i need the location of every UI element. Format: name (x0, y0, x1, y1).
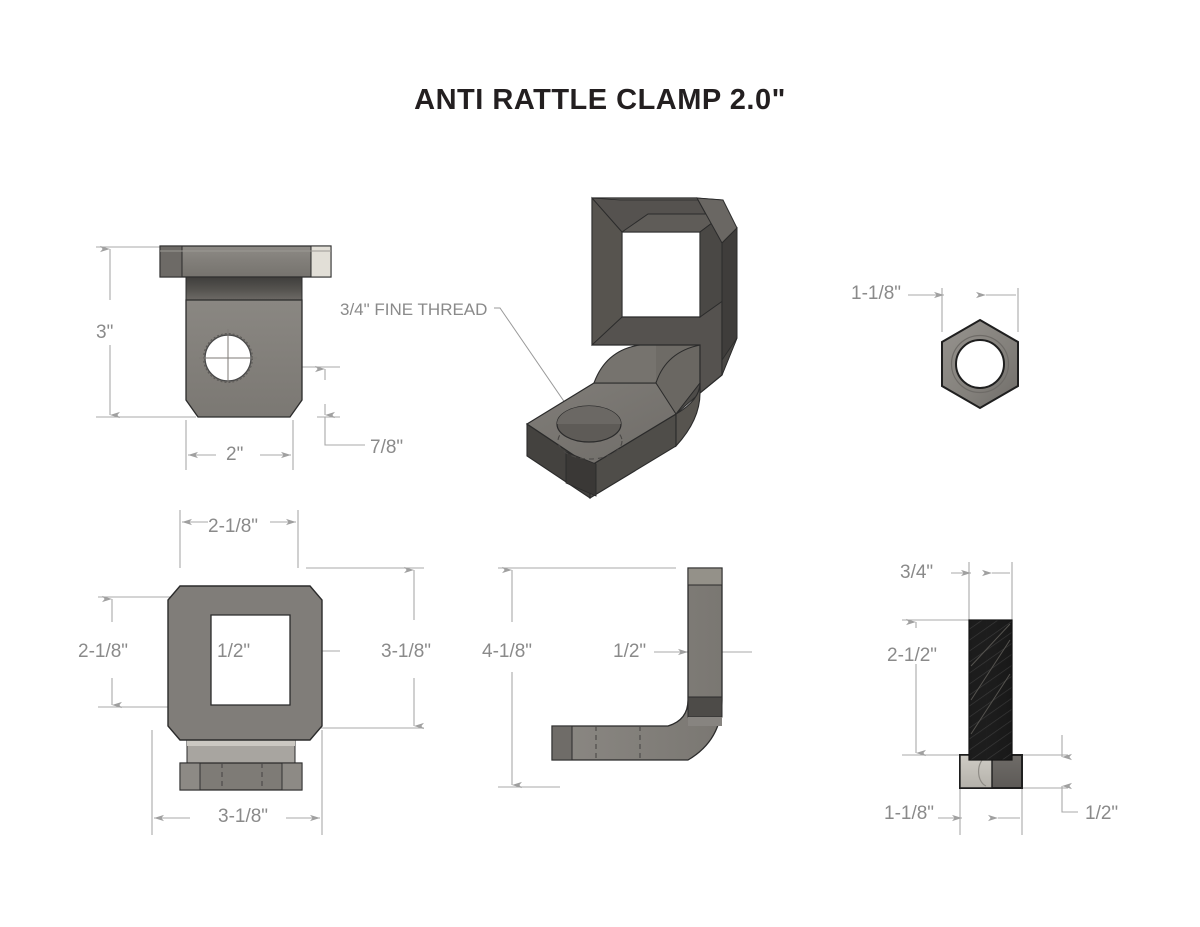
part-bolt-head-front (179, 739, 303, 791)
view-top-left-elevation (96, 245, 365, 470)
feature-threaded-hole-iso (556, 405, 623, 460)
dim-label-profile-height: 4-1/8" (482, 641, 533, 662)
iso-square-frame (591, 196, 738, 395)
note-thread-callout: 3/4" FINE THREAD (340, 300, 488, 319)
dim-bolt-diameter (951, 562, 1013, 622)
dim-label-inner-height: 2-1/8" (78, 641, 129, 662)
view-clamp-front (98, 510, 424, 835)
part-bolt-head (959, 754, 1023, 789)
part-l-profile (551, 567, 723, 761)
part-clamp-frame-front (167, 585, 323, 741)
dim-label-nut-across-flats: 1-1/8" (851, 283, 902, 304)
dim-offset-78in (293, 365, 365, 446)
part-nut-bar (159, 245, 332, 278)
dim-label-inner-width: 2-1/8" (208, 516, 259, 537)
dim-label-head-height: 1/2" (1085, 803, 1119, 824)
dim-inner-height (98, 595, 178, 709)
dim-label-offset-78in: 7/8" (370, 437, 404, 458)
view-isometric-clamp (494, 196, 738, 500)
dim-profile-height (498, 566, 676, 789)
dim-label-overall-width: 3-1/8" (218, 806, 269, 827)
dim-label-width-2in: 2" (226, 444, 244, 465)
dim-width-2in (185, 420, 294, 470)
dim-thread-length (902, 618, 970, 757)
dim-overall-height (306, 566, 424, 730)
dim-label-thread-length: 2-1/2" (887, 645, 938, 666)
dim-label-wall-thickness: 1/2" (217, 641, 251, 662)
iso-outer-bend (675, 345, 701, 448)
part-hex-nut (941, 318, 1019, 410)
dim-inner-width (179, 510, 299, 568)
dim-label-bolt-diameter: 3/4" (900, 562, 934, 583)
dim-head-height (1022, 735, 1078, 813)
view-hex-nut (908, 288, 1019, 410)
part-bar-shadow (185, 276, 303, 301)
part-bolt-shaft (968, 619, 1013, 761)
dim-nut-across-flats (908, 288, 1019, 332)
view-bolt (902, 562, 1078, 835)
dim-label-head-width: 1-1/8" (884, 803, 935, 824)
dim-overall-width (151, 730, 323, 835)
thread-callout-leader (494, 307, 586, 433)
dim-label-overall-height: 3-1/8" (381, 641, 432, 662)
dim-label-height-3in: 3" (96, 322, 114, 343)
view-clamp-side-profile (498, 566, 752, 789)
dim-head-width (938, 788, 1023, 835)
dim-label-profile-thickness: 1/2" (613, 641, 647, 662)
page-title: ANTI RATTLE CLAMP 2.0" (414, 84, 786, 116)
feature-through-hole (199, 329, 257, 387)
